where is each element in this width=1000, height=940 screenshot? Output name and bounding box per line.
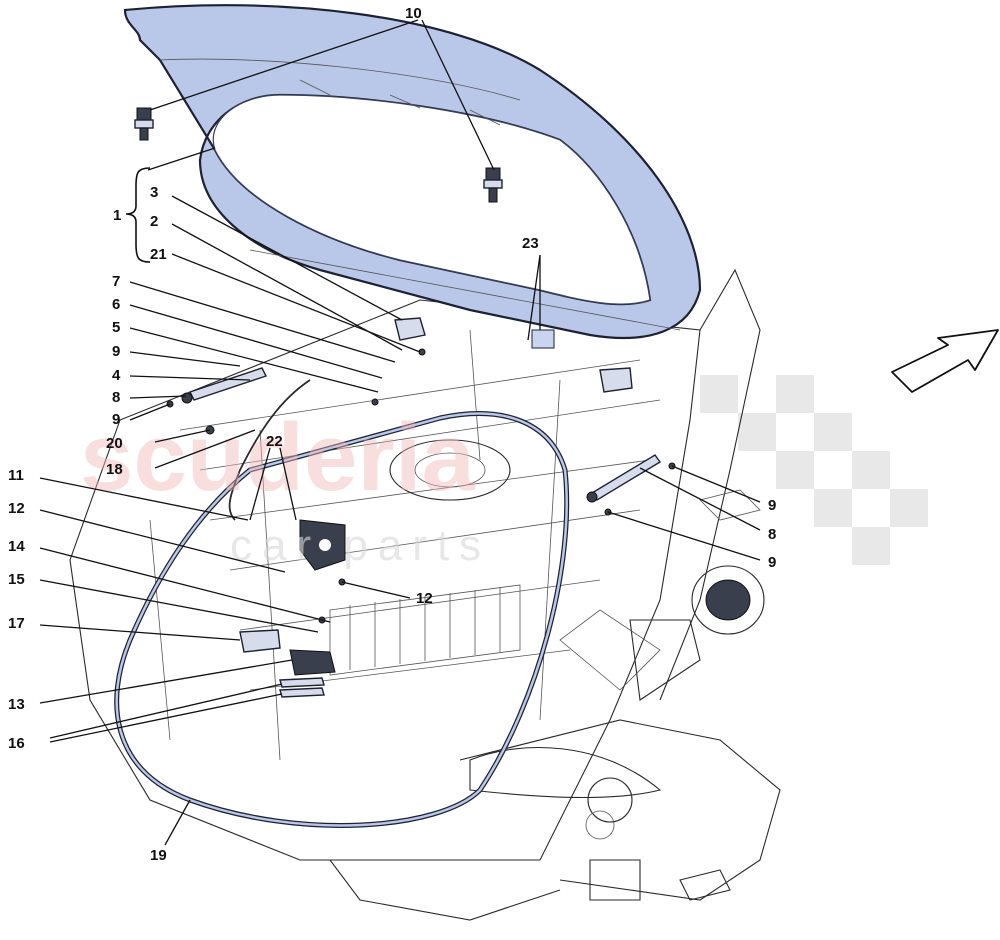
component-parts bbox=[134, 107, 676, 698]
callout-6: 6 bbox=[112, 296, 120, 313]
buffer-part-left bbox=[134, 107, 154, 141]
callout-5: 5 bbox=[112, 319, 120, 336]
striker bbox=[289, 649, 336, 676]
callout-9: 9 bbox=[768, 497, 776, 514]
shims bbox=[279, 677, 325, 698]
callout-8: 8 bbox=[768, 526, 776, 543]
lock-unit bbox=[299, 519, 346, 571]
direction-arrow-icon bbox=[891, 329, 999, 393]
hinge-right bbox=[599, 367, 633, 393]
buffer-part-right bbox=[483, 167, 503, 203]
callout-12: 12 bbox=[8, 500, 25, 517]
callout-8: 8 bbox=[112, 389, 120, 406]
watermark-sub: car parts bbox=[230, 521, 491, 570]
callout-3: 3 bbox=[150, 184, 158, 201]
screw bbox=[371, 398, 379, 406]
label-sticker bbox=[531, 329, 555, 349]
callout-1: 1 bbox=[113, 207, 121, 224]
callout-labels: 10 1 3 2 21 7 6 5 9 4 8 9 20 18 22 11 12… bbox=[8, 5, 776, 864]
callout-18: 18 bbox=[106, 461, 123, 478]
callout-4: 4 bbox=[112, 367, 121, 384]
callout-13: 13 bbox=[8, 696, 25, 713]
callout-9: 9 bbox=[112, 343, 120, 360]
callout-2: 2 bbox=[150, 213, 158, 230]
release-cable bbox=[228, 379, 311, 521]
door-seal bbox=[114, 411, 570, 828]
bracket bbox=[239, 629, 281, 653]
callout-12: 12 bbox=[416, 590, 433, 607]
callout-9: 9 bbox=[112, 411, 120, 428]
watermark-brand: scuderia bbox=[80, 404, 475, 511]
leader-lines bbox=[39, 19, 761, 846]
gas-strut-right bbox=[586, 454, 662, 503]
hinge-left bbox=[394, 317, 426, 341]
group-bracket bbox=[125, 167, 151, 263]
checker-watermark bbox=[700, 375, 928, 565]
callout-11: 11 bbox=[8, 467, 24, 484]
callout-17: 17 bbox=[8, 615, 25, 632]
callout-21: 21 bbox=[150, 246, 167, 263]
callout-15: 15 bbox=[8, 571, 25, 588]
callout-16: 16 bbox=[8, 735, 25, 752]
gas-strut-left bbox=[181, 367, 267, 404]
tailgate-lid bbox=[123, 4, 702, 340]
callout-7: 7 bbox=[112, 273, 120, 290]
callout-10: 10 bbox=[405, 5, 422, 22]
callout-20: 20 bbox=[106, 435, 123, 452]
callout-19: 19 bbox=[150, 847, 167, 864]
callout-22: 22 bbox=[266, 433, 283, 450]
callout-23: 23 bbox=[522, 235, 539, 252]
callout-14: 14 bbox=[8, 538, 25, 555]
callout-9: 9 bbox=[768, 554, 776, 571]
